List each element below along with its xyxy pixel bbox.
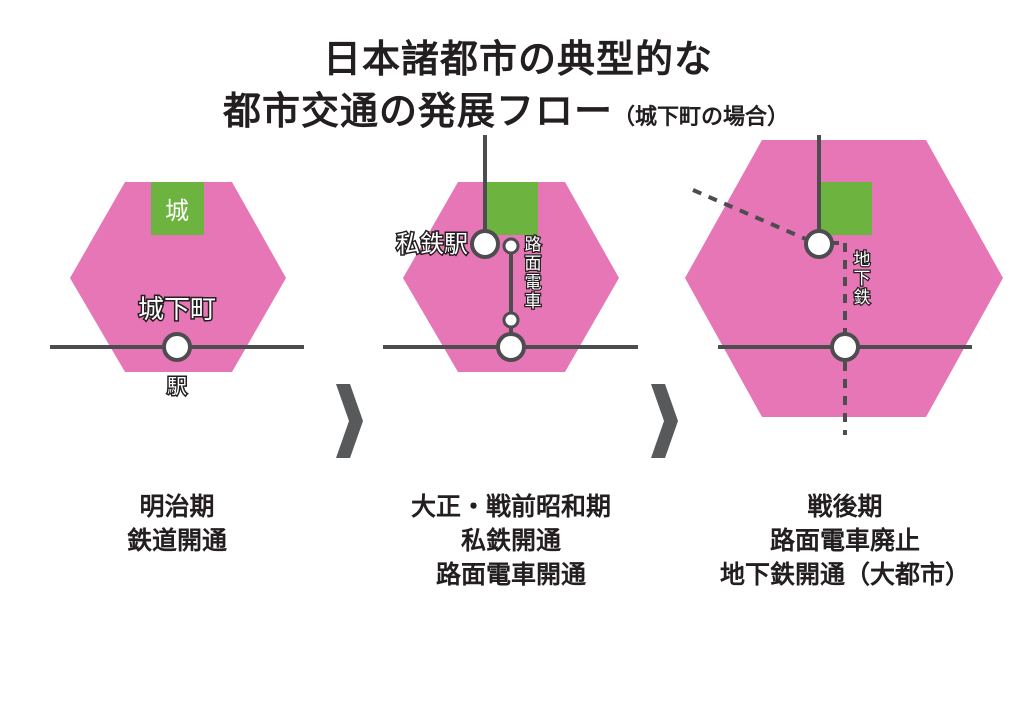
- stage-1: 城 城下町 駅: [50, 182, 304, 400]
- stage-3: 地下鉄: [685, 135, 1003, 435]
- private-station-marker: [804, 229, 834, 259]
- station-marker: [162, 332, 192, 362]
- title-line-2: 都市交通の発展フロー（城下町の場合）: [0, 80, 1018, 135]
- arrow-1: [336, 384, 363, 458]
- stage-2: 私鉄駅 路面電車: [383, 135, 638, 372]
- city-area-hexagon: [70, 182, 286, 372]
- caption-line: 明治期: [139, 492, 215, 521]
- stage-1-caption: 明治期 鉄道開通: [77, 490, 277, 558]
- town-label: 城下町: [138, 295, 216, 325]
- caption-line: 私鉄開通: [460, 526, 561, 555]
- private-station-label: 私鉄駅: [396, 230, 468, 258]
- tram-stop-bottom: [502, 311, 520, 329]
- caption-line: 路面電車開通: [435, 560, 586, 589]
- private-station-marker: [470, 229, 500, 259]
- stage-2-caption: 大正・戦前昭和期 私鉄開通 路面電車開通: [386, 490, 636, 592]
- caption-line: 路面電車廃止: [769, 526, 920, 555]
- tram-stop-top: [502, 237, 520, 255]
- castle-block: [485, 182, 538, 235]
- title-line-1: 日本諸都市の典型的な: [322, 37, 713, 81]
- tram-label: 路面電車: [525, 235, 542, 312]
- caption-line: 鉄道開通: [126, 526, 227, 555]
- arrow-2: [651, 384, 678, 458]
- castle-block: [819, 182, 872, 235]
- title-sub: （城下町の場合）: [613, 105, 790, 130]
- station-label: 駅: [167, 374, 187, 398]
- title-main: 都市交通の発展フロー: [222, 89, 613, 133]
- castle-label: 城: [165, 197, 189, 225]
- private-railway-underground: [692, 188, 809, 242]
- station-marker: [496, 332, 526, 362]
- castle-block: [151, 182, 204, 235]
- stage-3-caption: 戦後期 路面電車廃止 地下鉄開通（大都市）: [705, 490, 985, 592]
- caption-line: 地下鉄開通（大都市）: [719, 560, 970, 589]
- caption-line: 大正・戦前昭和期: [410, 492, 611, 521]
- caption-line: 戦後期: [807, 492, 883, 521]
- subway-label: 地下鉄: [854, 250, 871, 308]
- station-marker: [830, 332, 860, 362]
